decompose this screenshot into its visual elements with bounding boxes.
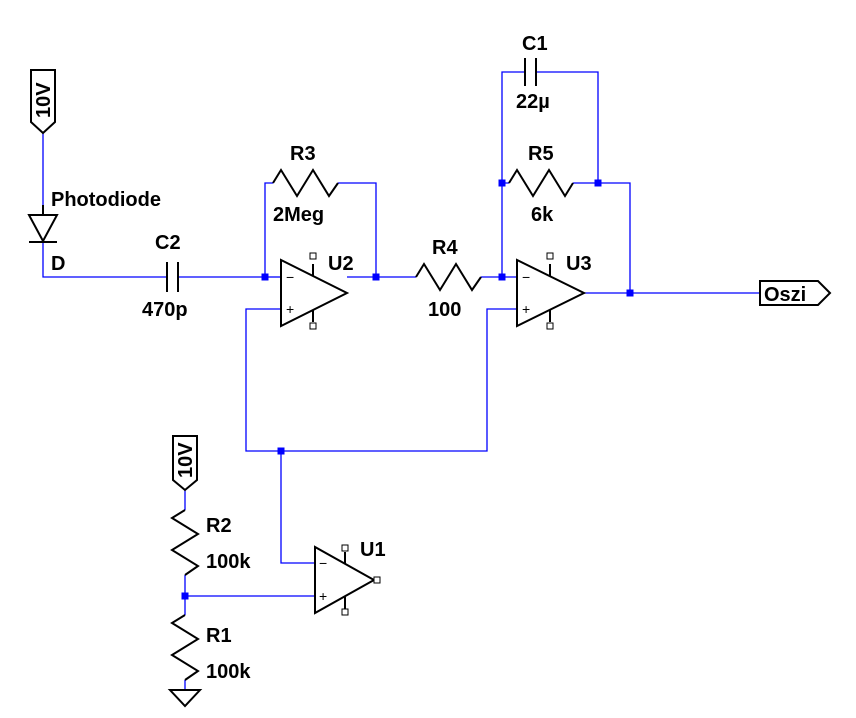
opamp-u3: − + <box>516 252 587 330</box>
opamp-u1: − + <box>314 544 381 616</box>
photodiode-symbol <box>27 205 59 244</box>
u1-plus-sign: + <box>319 588 327 604</box>
resistor-r1 <box>170 614 200 681</box>
u1-minus-sign: − <box>319 555 327 571</box>
junction-dot <box>372 273 380 281</box>
photodiode-terminal-label: D <box>51 253 65 275</box>
u3-name: U3 <box>566 253 592 275</box>
wires <box>42 71 760 690</box>
supply-flag-top: 10V <box>30 69 56 135</box>
junction-dot <box>181 592 189 600</box>
r4-value: 100 <box>428 299 461 321</box>
resistor-r2 <box>170 509 200 576</box>
resistor-r5 <box>508 168 574 198</box>
output-flag: Oszi <box>759 280 832 306</box>
resistor-r3 <box>272 168 339 198</box>
photodiode-name: Photodiode <box>51 189 161 211</box>
r5-name: R5 <box>528 143 554 165</box>
junction-dot <box>498 179 506 187</box>
ground-symbol <box>167 689 203 708</box>
junction-dot <box>277 447 285 455</box>
opamp-u2: − + <box>280 252 350 330</box>
junction-dot <box>498 273 506 281</box>
r1-name: R1 <box>206 625 232 647</box>
r5-value: 6k <box>531 204 554 226</box>
junction-dot <box>594 179 602 187</box>
r2-value: 100k <box>206 551 251 573</box>
supply-label: 10V <box>33 82 55 118</box>
u1-name: U1 <box>360 539 386 561</box>
r1-value: 100k <box>206 661 251 683</box>
r2-name: R2 <box>206 515 232 537</box>
c2-value: 470p <box>142 299 188 321</box>
c2-name: C2 <box>155 232 181 254</box>
u3-minus-sign: − <box>522 269 530 285</box>
c1-name: C1 <box>522 33 548 55</box>
u3-plus-sign: + <box>522 301 530 317</box>
r3-value: 2Meg <box>273 204 324 226</box>
supply-flag-bottom: 10V <box>172 435 198 492</box>
resistor-r4 <box>415 262 482 292</box>
junction-dot <box>626 289 634 297</box>
junctions <box>181 179 634 600</box>
r4-name: R4 <box>432 237 458 259</box>
output-label: Oszi <box>764 284 806 306</box>
junction-dot <box>261 273 269 281</box>
supply-label: 10V <box>175 442 197 478</box>
u2-plus-sign: + <box>286 301 294 317</box>
capacitor-c2 <box>166 262 179 292</box>
u2-minus-sign: − <box>286 269 294 285</box>
u2-name: U2 <box>328 253 354 275</box>
capacitor-c1 <box>524 58 537 86</box>
r3-name: R3 <box>290 143 316 165</box>
c1-value: 22µ <box>516 91 550 113</box>
